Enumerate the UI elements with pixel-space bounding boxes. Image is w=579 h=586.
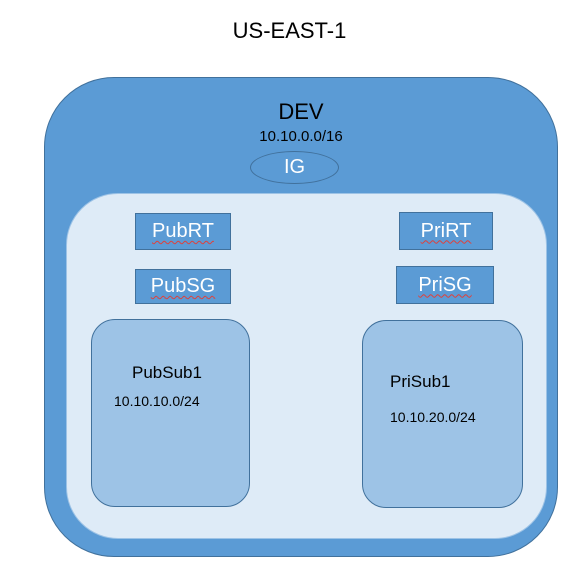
private-subnet-cidr: 10.10.20.0/24 — [390, 409, 476, 425]
private-route-table: PriRT — [399, 212, 493, 250]
public-subnet-cidr: 10.10.10.0/24 — [114, 393, 200, 409]
public-security-group-label: PubSG — [150, 275, 216, 297]
public-security-group: PubSG — [135, 269, 231, 304]
region-title: US-EAST-1 — [232, 18, 347, 43]
private-subnet — [362, 320, 523, 508]
private-subnet-name: PriSub1 — [390, 372, 451, 391]
public-route-table-label: PubRT — [152, 220, 214, 242]
vpc-cidr: 10.10.0.0/16 — [259, 128, 343, 145]
private-security-group-label: PriSG — [418, 273, 472, 296]
public-subnet-name: PubSub1 — [132, 363, 202, 382]
public-subnet — [91, 319, 250, 507]
internet-gateway-label: IG — [283, 156, 306, 178]
internet-gateway: IG — [250, 151, 339, 184]
public-route-table: PubRT — [135, 213, 231, 250]
private-route-table-label: PriRT — [420, 219, 472, 242]
vpc-name: DEV — [278, 99, 324, 124]
private-security-group: PriSG — [396, 266, 494, 304]
